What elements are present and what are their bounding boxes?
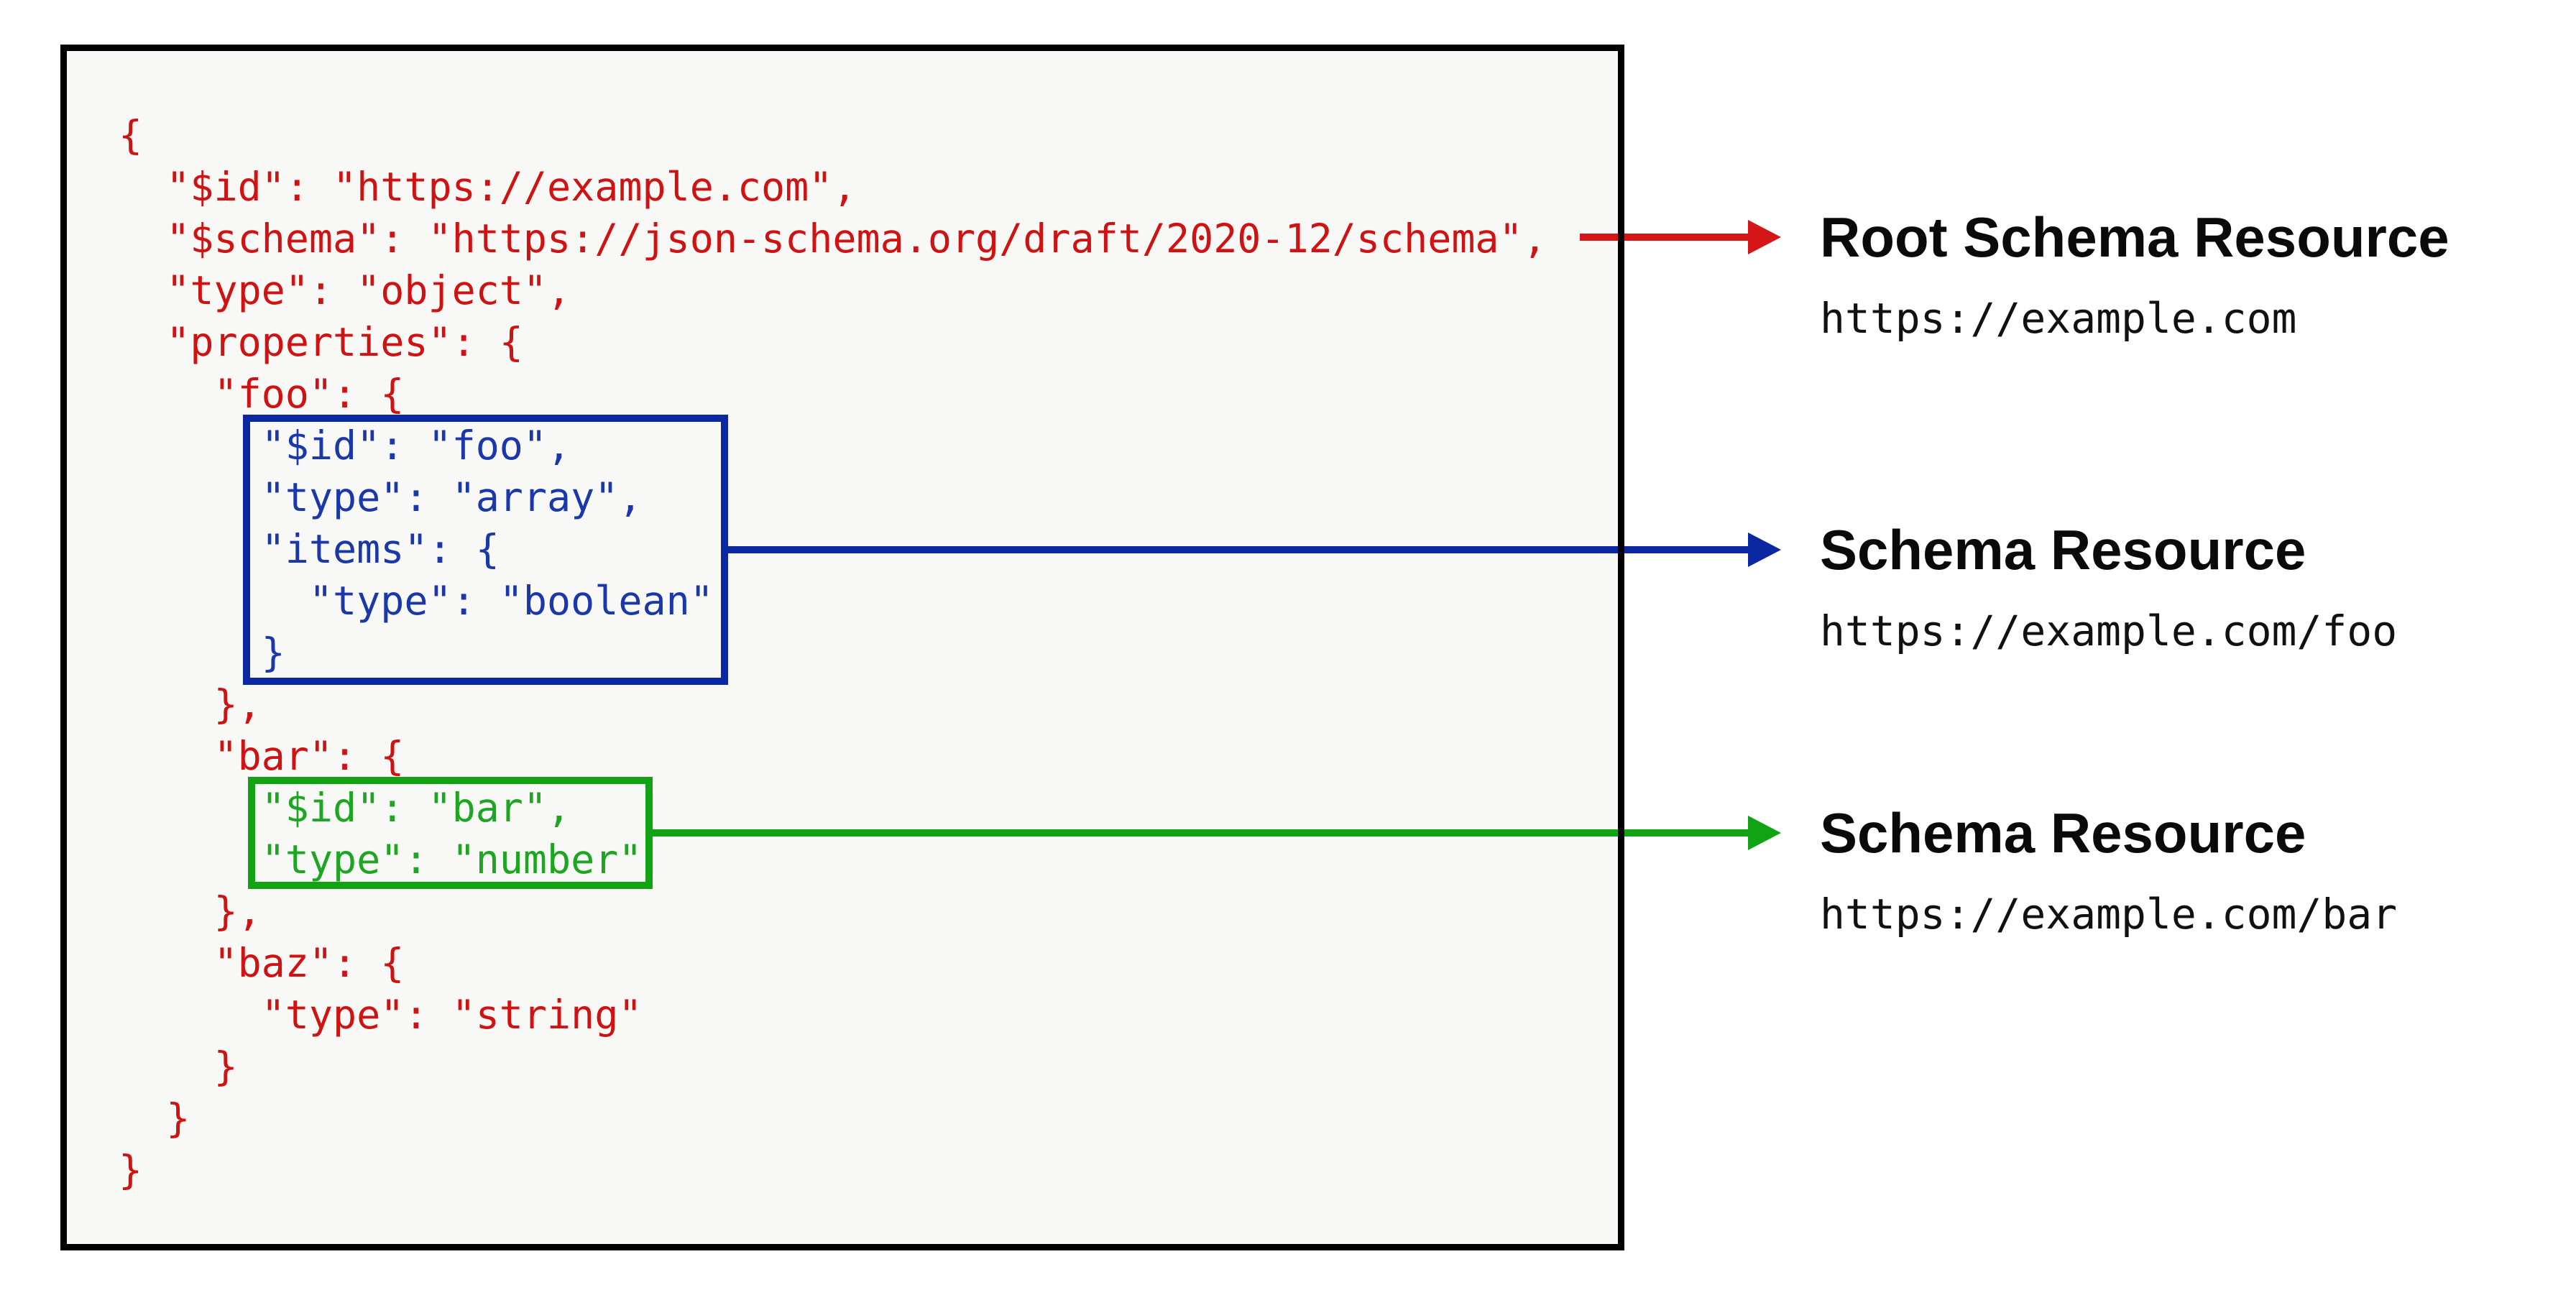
bar-schema-arrow-line bbox=[653, 829, 1749, 837]
code-line: }, bbox=[119, 681, 262, 727]
json-schema-code: { "$id": "https://example.com", "$schema… bbox=[119, 109, 1547, 1196]
code-line: "baz": { bbox=[119, 940, 405, 986]
code-line: "$schema": "https://json-schema.org/draf… bbox=[119, 216, 1547, 262]
annotation-title: Schema Resource bbox=[1820, 518, 2306, 581]
foo-schema-arrow-line bbox=[728, 546, 1749, 553]
code-line: "properties": { bbox=[119, 319, 523, 365]
code-line: "$id": "bar", bbox=[119, 785, 571, 831]
code-line: "type": "number" bbox=[119, 837, 643, 882]
annotation-url: https://example.com/bar bbox=[1820, 890, 2398, 939]
code-line: "type": "string" bbox=[119, 992, 643, 1038]
annotation-url: https://example.com bbox=[1820, 294, 2297, 343]
code-line: "bar": { bbox=[119, 733, 405, 779]
code-line: } bbox=[119, 1043, 238, 1089]
code-line: } bbox=[119, 1095, 190, 1141]
bar-schema-arrowhead-icon bbox=[1748, 816, 1781, 850]
code-line: { bbox=[119, 112, 143, 158]
code-line: "$id": "foo", bbox=[119, 423, 571, 469]
code-line: "type": "boolean" bbox=[119, 578, 714, 624]
bar-schema-highlight-box bbox=[248, 777, 653, 889]
annotation-foo-schema: Schema Resource https://example.com/foo bbox=[1820, 517, 2397, 657]
code-line: } bbox=[119, 1147, 143, 1193]
code-line: }, bbox=[119, 888, 262, 934]
annotation-bar-schema: Schema Resource https://example.com/bar bbox=[1820, 801, 2397, 940]
schema-code-box bbox=[60, 45, 1624, 1250]
annotation-title: Root Schema Resource bbox=[1820, 206, 2450, 269]
code-line: "items": { bbox=[119, 526, 500, 572]
root-schema-arrow-line bbox=[1580, 234, 1749, 241]
root-schema-arrowhead-icon bbox=[1748, 220, 1781, 254]
annotation-root-schema: Root Schema Resource https://example.com bbox=[1820, 205, 2450, 344]
foo-schema-highlight-box bbox=[243, 415, 728, 685]
annotation-title: Schema Resource bbox=[1820, 801, 2306, 865]
annotation-url: https://example.com/foo bbox=[1820, 607, 2398, 655]
foo-schema-arrowhead-icon bbox=[1748, 533, 1781, 567]
code-line: "$id": "https://example.com", bbox=[119, 164, 857, 210]
code-line: "type": "object", bbox=[119, 267, 571, 313]
code-line: "foo": { bbox=[119, 371, 405, 417]
code-line: "type": "array", bbox=[119, 474, 643, 520]
code-line: } bbox=[119, 630, 285, 676]
